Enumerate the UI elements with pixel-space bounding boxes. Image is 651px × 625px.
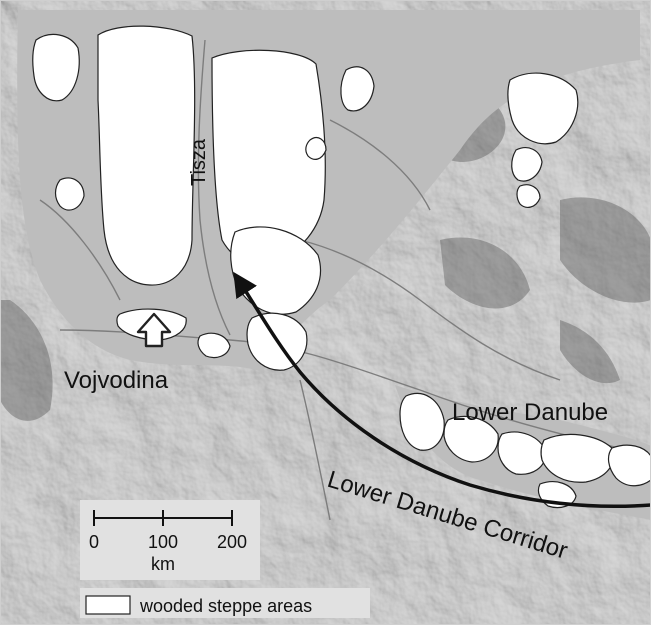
- steppe-patch: [540, 433, 615, 483]
- steppe-patch: [607, 444, 651, 487]
- legend: wooded steppe areas: [80, 588, 370, 618]
- scale-tick-0: 0: [89, 532, 99, 552]
- steppe-patch: [516, 184, 541, 208]
- steppe-patch: [497, 431, 547, 475]
- steppe-patch: [54, 177, 85, 211]
- steppe-patch: [340, 66, 375, 112]
- steppe-patch: [305, 137, 327, 160]
- scale-tick-200: 200: [217, 532, 247, 552]
- steppe-patch: [32, 33, 80, 102]
- scale-tick-100: 100: [148, 532, 178, 552]
- steppe-patch: [97, 25, 196, 286]
- steppe-patch: [197, 332, 231, 359]
- migration-arrow: [233, 271, 651, 509]
- label-tisza: Tisza: [188, 138, 210, 186]
- steppe-patch: [211, 49, 326, 266]
- steppe-patch: [507, 72, 579, 145]
- steppe-patch: [399, 392, 445, 451]
- scale-unit: km: [151, 554, 175, 574]
- label-lower-danube: Lower Danube: [452, 399, 608, 426]
- legend-label: wooded steppe areas: [139, 596, 312, 616]
- scale-bar-panel: [80, 500, 260, 580]
- legend-swatch: [85, 595, 131, 615]
- label-vojvodina: Vojvodina: [64, 367, 169, 394]
- steppe-patch: [511, 147, 543, 182]
- steppe-patch: [443, 415, 499, 463]
- wooded-steppe-areas: [32, 25, 651, 509]
- scale-bar: 0 100 200 km: [80, 500, 260, 580]
- vojvodina-marker-icon: [136, 312, 172, 348]
